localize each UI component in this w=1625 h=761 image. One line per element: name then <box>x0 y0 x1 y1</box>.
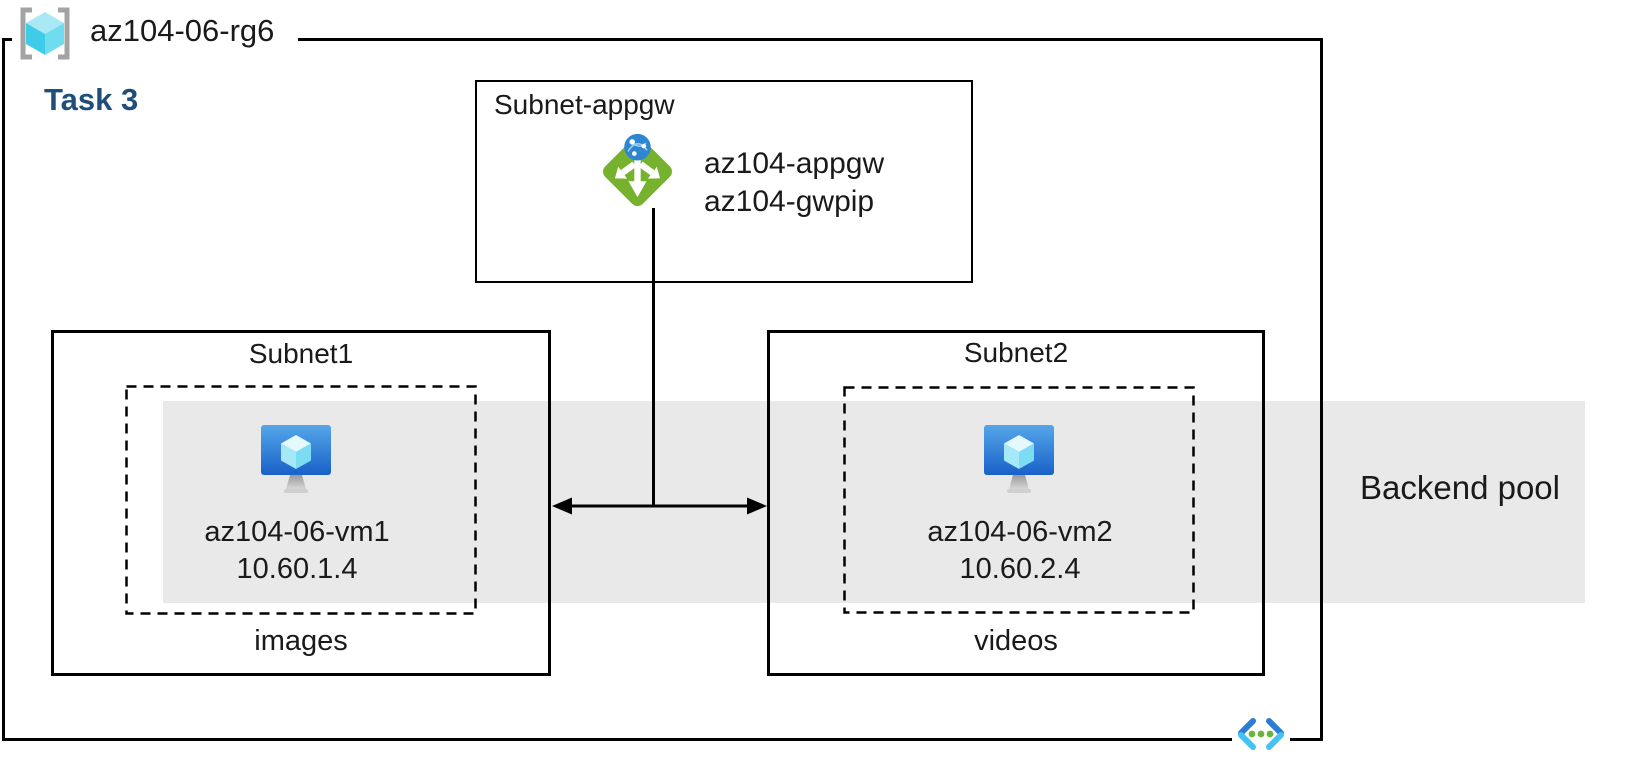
virtual-network-icon-wrapper <box>1232 713 1290 755</box>
vm2-name: az104-06-vm2 <box>927 516 1113 548</box>
vm2-ip: 10.60.2.4 <box>959 553 1081 585</box>
subnet1-caption: images <box>254 625 348 657</box>
task-label: Task 3 <box>44 82 139 117</box>
resource-group-icon <box>20 7 70 60</box>
subnet-appgw-title: Subnet-appgw <box>494 89 675 120</box>
application-gateway-labels: az104-appgw az104-gwpip <box>704 145 884 221</box>
vm1-ip: 10.60.1.4 <box>236 553 358 585</box>
subnet2-box <box>767 330 1265 676</box>
subnet-appgw-box <box>475 80 973 283</box>
backend-pool-label: Backend pool <box>1360 469 1560 506</box>
virtual-machine-icon <box>984 425 1054 493</box>
resource-group-border-gap <box>12 35 298 44</box>
resource-group-box <box>2 38 1323 741</box>
connector-arrows <box>552 208 767 515</box>
subnet1-box <box>51 330 551 676</box>
virtual-machine-icon <box>261 425 331 493</box>
virtual-network-icon <box>1238 718 1284 750</box>
subnet2-caption: videos <box>974 625 1058 657</box>
resource-group-label: az104-06-rg6 <box>90 13 275 48</box>
application-gateway-icon <box>603 133 672 207</box>
application-gateway-pip: az104-gwpip <box>704 185 875 218</box>
subnet1-title: Subnet1 <box>248 338 354 369</box>
application-gateway-name: az104-appgw <box>704 147 885 180</box>
vm1-name: az104-06-vm1 <box>204 516 390 548</box>
subnet2-title: Subnet2 <box>963 337 1069 368</box>
